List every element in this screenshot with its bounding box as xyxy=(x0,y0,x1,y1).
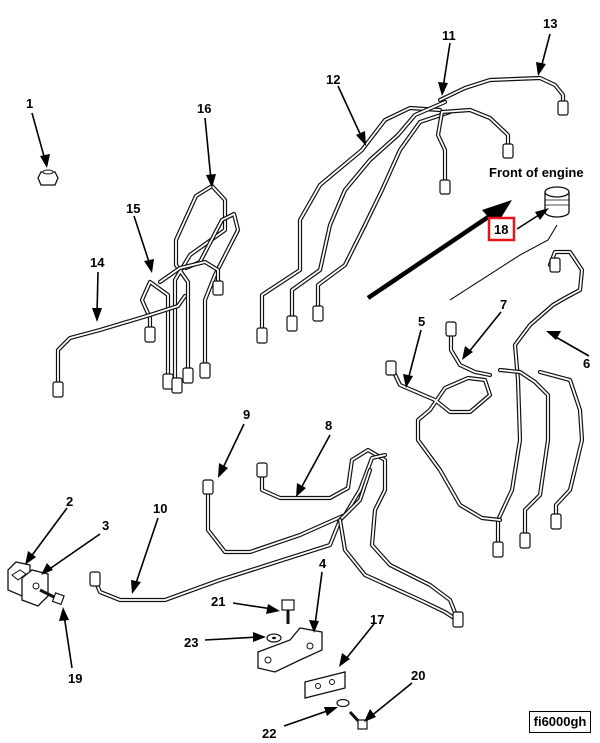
part-9-fuel-line xyxy=(205,452,388,555)
callout-6: 6 xyxy=(583,356,590,371)
right-fittings xyxy=(385,257,562,558)
part-12-fuel-line xyxy=(259,99,453,338)
part-14-fuel-line xyxy=(55,293,188,393)
callout-13: 13 xyxy=(543,16,557,31)
callout-12: 12 xyxy=(326,72,340,87)
callout-2: 2 xyxy=(66,494,73,509)
callout-9: 9 xyxy=(243,407,250,422)
part-23-washer xyxy=(266,633,282,643)
part-8-fuel-line xyxy=(259,447,461,623)
callout-23: 23 xyxy=(184,635,198,650)
callout-11: 11 xyxy=(442,28,456,43)
left-cluster-fittings xyxy=(52,280,224,398)
part-16-fuel-line xyxy=(172,183,241,388)
callout-5: 5 xyxy=(418,314,425,329)
callout-20: 20 xyxy=(411,668,425,683)
part-4-bracket xyxy=(257,627,323,673)
callout-14: 14 xyxy=(90,255,105,270)
lower-fittings xyxy=(89,462,464,628)
callout-19: 19 xyxy=(68,671,82,686)
callout-21: 21 xyxy=(211,594,225,609)
leader-lines xyxy=(25,33,590,727)
part-11-fuel-line xyxy=(435,107,511,188)
upper-fittings xyxy=(256,100,569,344)
part-20-bolt xyxy=(348,710,368,730)
callout-8: 8 xyxy=(325,418,332,433)
part-19-bolt xyxy=(39,588,65,606)
front-of-engine-arrow xyxy=(366,200,512,300)
callout-10: 10 xyxy=(153,501,167,516)
callout-18: 18 xyxy=(494,222,508,237)
part-5-fuel-line xyxy=(389,365,503,523)
callout-labels: 1 2 3 4 5 6 7 8 9 10 11 12 13 14 15 16 1… xyxy=(26,16,590,741)
callout-18-highlight: 18 xyxy=(487,216,516,242)
part-18-fitting xyxy=(449,186,570,301)
part-17-bracket xyxy=(304,671,346,699)
callout-3: 3 xyxy=(102,518,109,533)
front-of-engine-label: Front of engine xyxy=(489,165,584,180)
part-6-fuel-line xyxy=(495,249,585,551)
figure-reference-code: fi6000gh xyxy=(529,711,591,733)
part-3-clamp-plate xyxy=(21,569,49,607)
part-22-washer xyxy=(336,698,350,708)
callout-16: 16 xyxy=(197,101,211,116)
callout-1: 1 xyxy=(26,96,33,111)
callout-15: 15 xyxy=(126,201,140,216)
part-21-bolt xyxy=(281,599,295,624)
part-7-fuel-line xyxy=(448,327,493,378)
callout-7: 7 xyxy=(500,297,507,312)
part-10-fuel-line xyxy=(92,467,463,625)
callout-17: 17 xyxy=(370,612,384,627)
part-13-fuel-line xyxy=(437,75,566,111)
part-1-nut xyxy=(37,169,59,186)
callout-22: 22 xyxy=(262,726,276,741)
callout-4: 4 xyxy=(319,556,327,571)
